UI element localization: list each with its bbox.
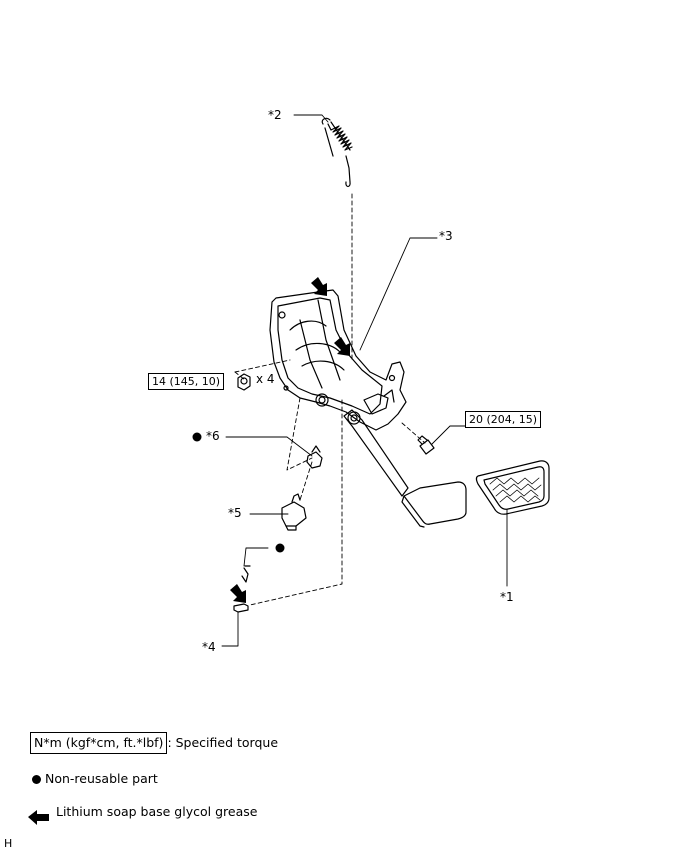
legend-grease-text: Lithium soap base glycol grease: [56, 804, 258, 819]
callout-3: *3: [439, 229, 453, 243]
callout-6: *6: [206, 429, 220, 443]
flange-nut-part: [237, 373, 251, 391]
pedal-pad-part: [475, 460, 550, 515]
legend-torque-box: N*m (kgf*cm, ft.*lbf): [30, 732, 168, 754]
pivot-bolts: [315, 393, 361, 425]
assembly-dashed-lines: [234, 193, 426, 606]
legend-nonreusable-text: Non-reusable part: [44, 771, 158, 786]
legend-grease-arrow: [28, 810, 49, 825]
legend-torque-text: : Specified torque: [167, 735, 279, 750]
grease-arrow-icon: [311, 277, 327, 296]
callout-1: *1: [500, 590, 514, 604]
stop-light-switch-part: [281, 493, 307, 531]
legend-grease: Lithium soap base glycol grease: [56, 804, 257, 820]
legend-torque: N*m (kgf*cm, ft.*lbf): Specified torque: [30, 732, 278, 754]
pin-part: [233, 603, 249, 613]
grease-arrows: [230, 277, 350, 603]
non-reusable-dot-icon: [275, 543, 285, 553]
callout-4: *4: [202, 640, 216, 654]
grease-arrow-icon: [230, 584, 246, 603]
torque-bolt-box: 20 (204, 15): [465, 411, 542, 428]
callout-5: *5: [228, 506, 242, 520]
torque-nut-box: 14 (145, 10): [148, 373, 225, 390]
callout-2: *2: [268, 108, 282, 122]
grease-arrow-icon: [334, 337, 350, 356]
non-reusable-dot-icon: [32, 775, 41, 784]
corner-mark: H: [4, 837, 13, 850]
pedal-bracket-part: [269, 289, 407, 431]
leader-lines: [221, 114, 508, 647]
legend-nonreusable: Non-reusable part: [32, 771, 158, 787]
grease-arrow-icon: [28, 810, 49, 825]
diagram-dots: [192, 432, 285, 553]
nut-quantity: x 4: [256, 372, 275, 386]
clip-part: [306, 445, 323, 469]
small-clip-part: [241, 565, 251, 583]
non-reusable-dot-icon: [192, 432, 202, 442]
return-spring-part: [321, 117, 353, 188]
flange-bolt-part: [417, 435, 435, 455]
pedal-lever-part: [343, 409, 467, 528]
